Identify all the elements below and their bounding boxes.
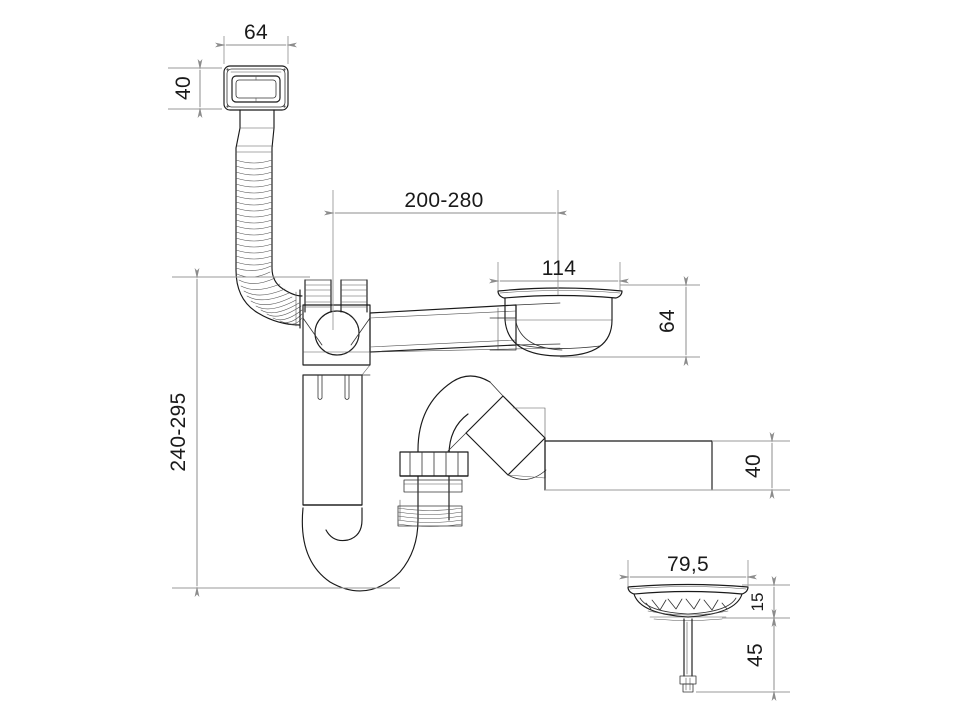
dim-label-240-295: 240-295 xyxy=(167,392,190,471)
dimension-outlet-height: 40 xyxy=(712,432,790,499)
wall-outlet-pipe xyxy=(544,440,713,491)
dimension-overflow-width: 64 xyxy=(215,21,297,64)
dim-label-79-5: 79,5 xyxy=(667,553,709,576)
threaded-socket-right xyxy=(340,279,368,313)
dim-label-15: 15 xyxy=(748,593,767,612)
dim-label-45: 45 xyxy=(744,643,767,667)
dim-label-64-depth: 64 xyxy=(656,309,679,333)
dimension-basket-stem: 45 xyxy=(696,609,790,701)
strainer-basket-detail: 79,5 15 45 xyxy=(619,553,790,701)
u-bend-trap xyxy=(301,499,419,592)
corrugated-flexible-overflow-hose xyxy=(235,154,303,329)
overflow-cover-plate xyxy=(223,65,289,156)
dimension-overflow-height: 40 xyxy=(168,59,222,118)
trap-nut-collar xyxy=(399,451,469,493)
siphon-body-cylinder xyxy=(302,279,371,506)
dim-label-64-width: 64 xyxy=(244,21,268,44)
dimension-outlet-span: 200-280 xyxy=(324,189,567,330)
dim-label-40-height: 40 xyxy=(172,76,195,100)
dimension-trap-height: 240-295 xyxy=(167,268,400,597)
threaded-ring xyxy=(397,505,463,527)
dimension-strainer-height: 64 xyxy=(560,276,700,366)
dim-label-200-280: 200-280 xyxy=(404,189,483,212)
dim-label-114: 114 xyxy=(542,257,576,280)
sink-strainer-bowl xyxy=(489,287,623,357)
dim-label-40-outlet: 40 xyxy=(742,454,765,478)
threaded-socket-left xyxy=(304,279,332,313)
dimension-strainer-width: 114 xyxy=(489,257,629,290)
dimension-basket-width: 79,5 xyxy=(619,553,757,586)
